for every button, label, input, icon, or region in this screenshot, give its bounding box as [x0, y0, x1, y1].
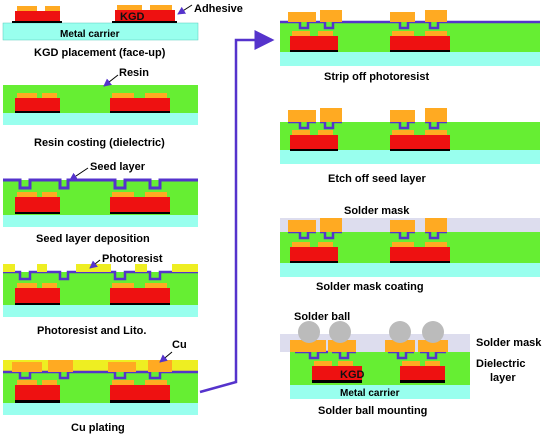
cu-block: [108, 362, 136, 372]
layer-label: layer: [490, 372, 516, 384]
die-pad: [117, 5, 142, 10]
metal-carrier-label: Metal carrier: [60, 29, 120, 40]
metal-carrier-label-bottom: Metal carrier: [340, 388, 400, 399]
metal-carrier: [3, 113, 198, 125]
photoresist-block: [135, 264, 147, 272]
dielectric-label: Dielectric: [476, 358, 526, 370]
solder-ball-label: Solder ball: [294, 311, 350, 323]
die-pad: [150, 5, 172, 10]
step-kgd-placement: KGD Adhesive Metal carrier KGD placement…: [2, 3, 243, 59]
adhesive-label: Adhesive: [194, 3, 243, 15]
die-pad: [45, 6, 60, 11]
seed-layer: [3, 178, 198, 190]
die: [15, 11, 60, 21]
photoresist-label: Photoresist: [102, 253, 163, 265]
solder-ball: [298, 321, 320, 343]
seed-layer-label: Seed layer: [90, 161, 146, 173]
solder-mask-label-top: Solder mask: [344, 205, 410, 217]
kgd-label-bottom: KGD: [340, 369, 365, 381]
resin-label: Resin: [119, 67, 149, 79]
caption-resin-coating: Resin costing (dielectric): [34, 137, 165, 149]
die: [110, 98, 170, 111]
cu-block: [148, 360, 172, 372]
adhesive: [12, 21, 62, 23]
caption-cu-plating: Cu plating: [71, 422, 125, 434]
cu-label: Cu: [172, 339, 187, 351]
metal-carrier: [2, 22, 199, 41]
die: [15, 98, 60, 111]
caption-strip-photoresist: Strip off photoresist: [324, 71, 429, 83]
caption-solder-mask-coating: Solder mask coating: [316, 281, 424, 293]
flow-arrow: [199, 30, 275, 394]
cu-block: [12, 362, 42, 372]
die: [115, 10, 175, 21]
solder-ball: [329, 321, 351, 343]
step-cu-plating: Cu Cu plating: [3, 339, 198, 434]
photoresist-block: [172, 264, 198, 272]
caption-kgd-placement: KGD placement (face-up): [34, 47, 166, 59]
solder-ball: [389, 321, 411, 343]
solder-mask-label-side: Solder mask: [476, 337, 542, 349]
step-resin-coating: Resin Resin costing (dielectric): [3, 67, 198, 149]
solder-ball: [422, 321, 444, 343]
kgd-label: KGD: [120, 11, 145, 23]
die-pad: [17, 6, 37, 11]
caption-etch-seed: Etch off seed layer: [328, 173, 427, 185]
caption-seed-layer: Seed layer deposition: [36, 233, 150, 245]
step-solder-mask-coating: Solder mask Solder mask coating: [280, 205, 540, 293]
step-seed-layer: Seed layer Seed layer deposition: [3, 161, 198, 245]
caption-solder-ball-mounting: Solder ball mounting: [318, 405, 427, 417]
step-photoresist: Photoresist Photoresist and Lito.: [3, 253, 198, 337]
photoresist-block: [3, 264, 15, 272]
adhesive: [112, 21, 177, 23]
photoresist-block: [37, 264, 47, 272]
step-etch-seed: Etch off seed layer: [280, 108, 540, 185]
step-strip-photoresist: Strip off photoresist: [280, 10, 540, 83]
cu-block: [48, 360, 73, 372]
caption-photoresist: Photoresist and Lito.: [37, 325, 146, 337]
step-solder-ball-mounting: KGD Solder ball Solder mask Dielectric l…: [280, 311, 542, 417]
